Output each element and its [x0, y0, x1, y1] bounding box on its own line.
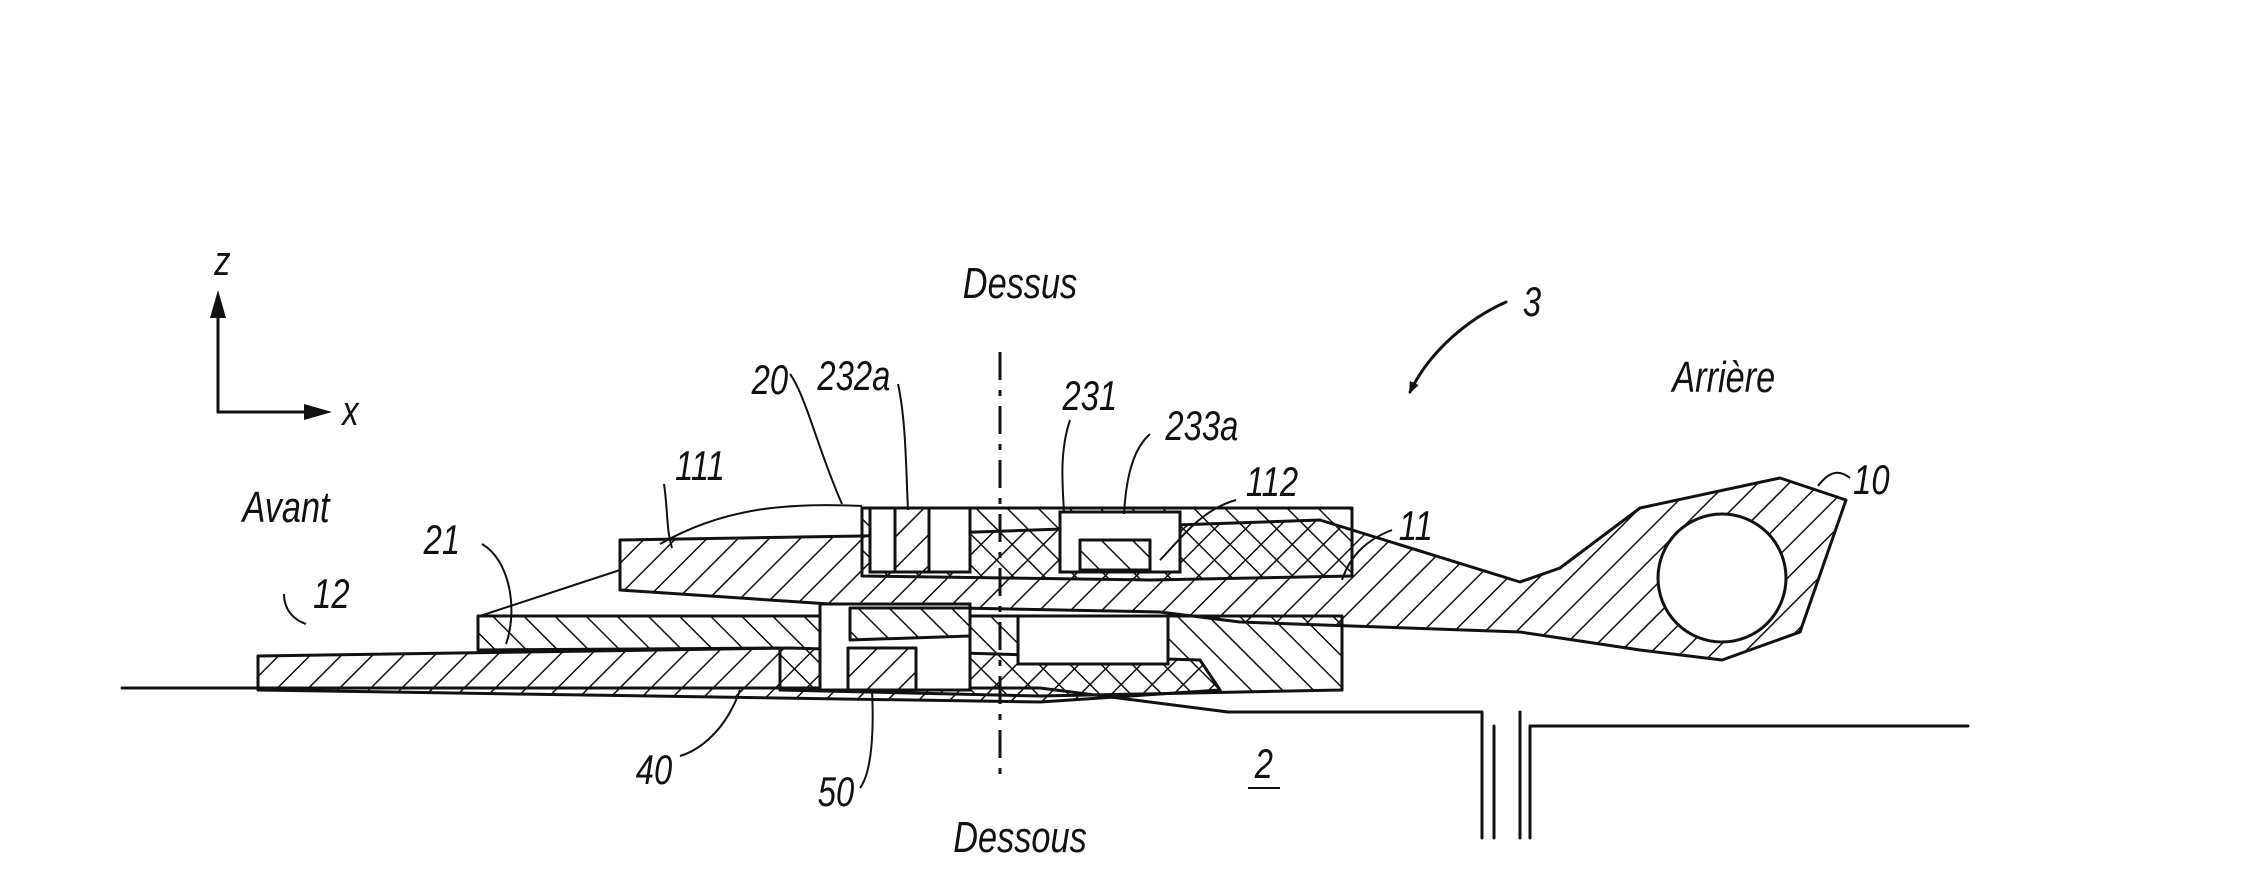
label-rear: Arrière — [1671, 353, 1776, 402]
leader-3-arrow — [1408, 300, 1508, 394]
leader-40 — [679, 689, 741, 757]
leader-112 — [1159, 499, 1237, 561]
leader-233a — [1123, 433, 1151, 515]
numeral-21: 21 — [423, 516, 460, 563]
numeral-2: 2 — [1254, 740, 1273, 787]
leader-21 — [481, 543, 513, 645]
numeral-12: 12 — [313, 570, 349, 617]
leader-lines — [283, 373, 1851, 789]
axis-indicator: z x — [210, 237, 360, 434]
leader-20 — [789, 373, 843, 505]
leader-12 — [283, 593, 307, 625]
numeral-231: 231 — [1062, 372, 1118, 419]
surface-line-right — [1528, 724, 1970, 840]
surface-line-left — [120, 686, 1484, 840]
x-axis-arrowhead — [304, 404, 332, 420]
numeral-20: 20 — [751, 356, 788, 403]
leader-111 — [663, 483, 673, 549]
leader-232a — [897, 383, 909, 511]
z-axis-label: z — [213, 237, 230, 284]
numeral-111: 111 — [675, 442, 725, 489]
insert-233a-core — [1078, 538, 1152, 572]
ring-hole-10 — [1656, 512, 1788, 644]
numeral-10: 10 — [1853, 456, 1889, 503]
x-axis-label: x — [340, 387, 359, 434]
bridge-40 — [848, 606, 972, 642]
numeral-3: 3 — [1523, 278, 1541, 325]
bridge-cut — [1016, 614, 1170, 666]
numeral-233a: 233a — [1165, 402, 1239, 449]
leader-10 — [1817, 471, 1851, 487]
leader-231 — [1061, 419, 1071, 513]
z-axis-arrowhead — [210, 290, 226, 318]
block-50 — [846, 646, 918, 692]
label-front: Avant — [241, 483, 332, 532]
numeral-232a: 232a — [817, 352, 891, 399]
chamfer-line-21 — [479, 569, 621, 617]
label-bottom: Dessous — [953, 813, 1086, 862]
leader-11 — [1341, 529, 1393, 581]
numeral-40: 40 — [636, 746, 672, 793]
numeral-11: 11 — [1399, 502, 1433, 549]
leader-50 — [859, 689, 874, 789]
numeral-50: 50 — [818, 768, 854, 815]
numeral-112: 112 — [1246, 458, 1298, 505]
label-top: Dessus — [963, 259, 1077, 308]
profile-curve-20 — [659, 504, 863, 545]
insert-232a-core — [893, 506, 931, 574]
